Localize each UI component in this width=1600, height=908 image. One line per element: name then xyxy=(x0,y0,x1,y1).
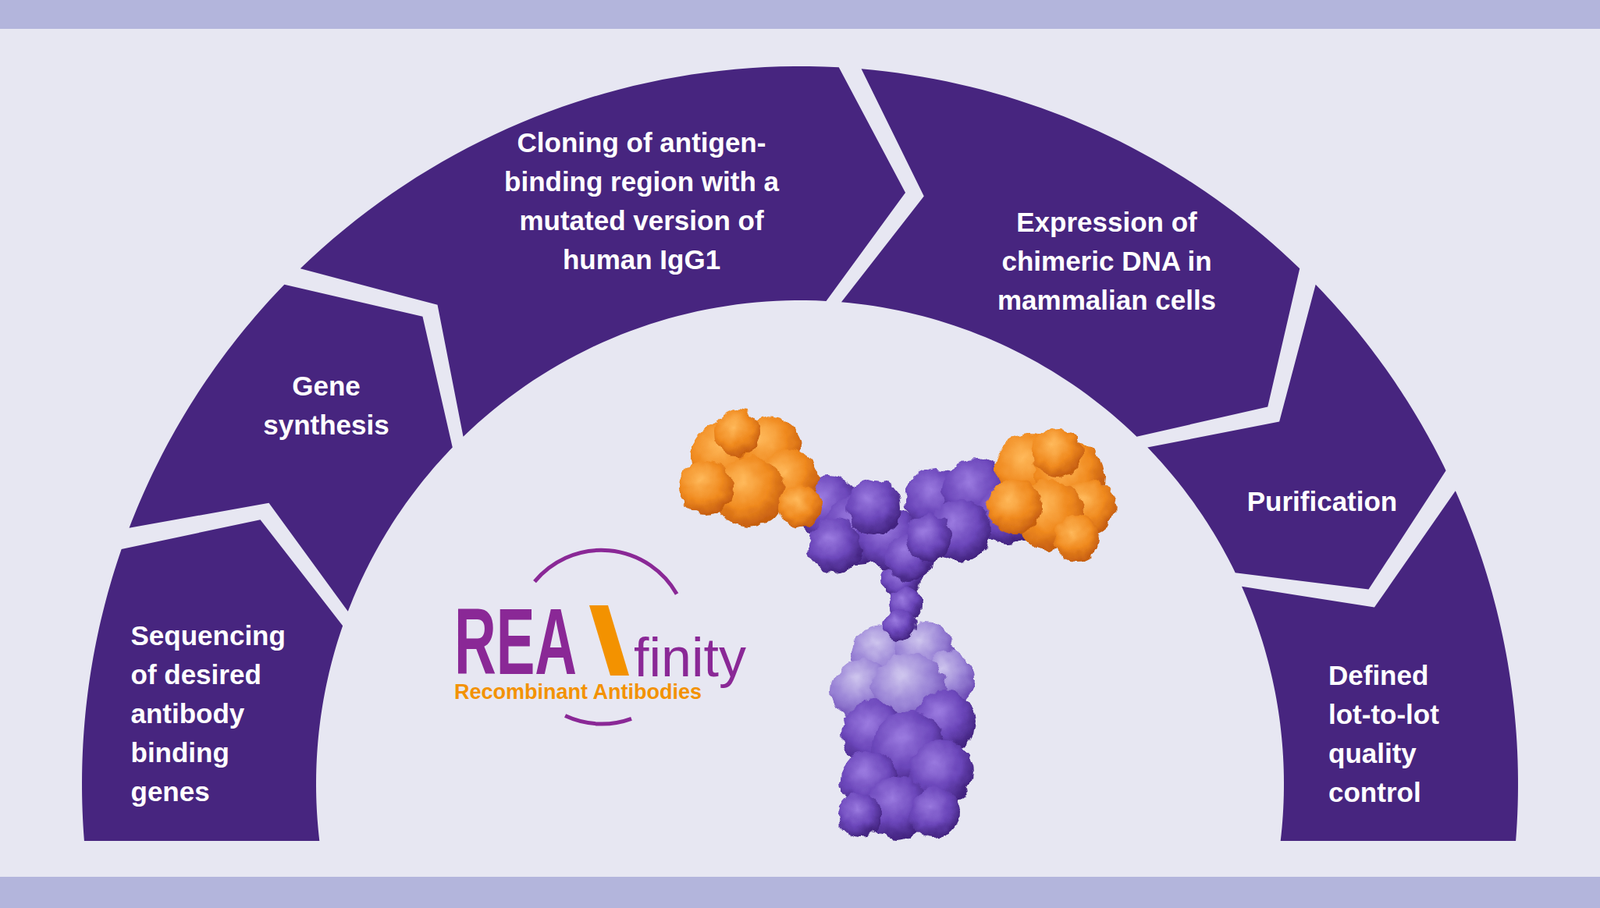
antibody-blob xyxy=(679,460,734,516)
logo-text: REA xyxy=(454,594,577,689)
antibody-blob xyxy=(905,515,953,562)
process-step: Cloning of antigen-binding region with a… xyxy=(299,66,907,438)
antibody-blob xyxy=(910,788,960,839)
process-step: Sequencing of desired antibody binding g… xyxy=(81,519,344,842)
logo-holder: finity xyxy=(633,630,747,686)
antibody-blob xyxy=(883,610,915,642)
process-step: Purification xyxy=(1147,284,1447,591)
chevron-segment xyxy=(300,66,906,438)
segment-outline xyxy=(128,284,453,612)
top-band xyxy=(0,0,1600,29)
antibody-blob xyxy=(778,485,822,530)
logo-text: Recombinant Antibodies xyxy=(454,682,702,704)
step-text: Cloning of antigen-binding region with a… xyxy=(485,123,798,280)
text-holder: Defined lot-to-lot quality control xyxy=(1328,656,1469,813)
step-text: Sequencing of desired antibody binding g… xyxy=(131,616,307,812)
chevron-segment xyxy=(1241,490,1519,842)
process-step: Defined lot-to-lot quality control xyxy=(1240,490,1519,842)
chevron-segment xyxy=(81,519,343,842)
logo-text: finity xyxy=(633,630,747,686)
chevron-segment xyxy=(841,68,1300,437)
step-text: Defined lot-to-lot quality control xyxy=(1328,656,1469,813)
chevron-segment xyxy=(1147,284,1446,591)
antibody-blob xyxy=(714,409,761,457)
logo-holder: REA xyxy=(454,594,652,689)
text-holder: Expression of chimeric DNA in mammalian … xyxy=(981,202,1232,320)
process-step: Expression of chimeric DNA in mammalian … xyxy=(840,68,1301,438)
logo-holder: Recombinant Antibodies xyxy=(454,682,702,704)
antibody-blob xyxy=(1032,427,1083,478)
text-holder: Purification xyxy=(1232,482,1412,522)
step-text: Expression of chimeric DNA in mammalian … xyxy=(981,202,1232,320)
text-holder: Cloning of antigen-binding region with a… xyxy=(485,123,798,280)
step-text: Gene synthesis xyxy=(248,366,405,445)
chevron-segment xyxy=(129,284,453,612)
process-step: Gene synthesis xyxy=(128,284,453,612)
antibody-blob xyxy=(838,793,882,838)
text-holder: Gene synthesis xyxy=(248,366,405,445)
antibody-blob xyxy=(846,480,902,535)
antibody-blob xyxy=(987,480,1042,535)
text-holder: Sequencing of desired antibody binding g… xyxy=(131,616,307,812)
antibody-blob xyxy=(807,519,863,574)
logo-ring xyxy=(565,716,632,725)
antibody-blob xyxy=(1053,515,1101,562)
logo-slash xyxy=(589,605,630,676)
antibody-illustration xyxy=(679,409,1117,840)
bottom-band xyxy=(0,877,1600,908)
step-text: Purification xyxy=(1232,482,1412,522)
segment-outline xyxy=(1147,284,1447,591)
logo-ring xyxy=(534,550,677,594)
